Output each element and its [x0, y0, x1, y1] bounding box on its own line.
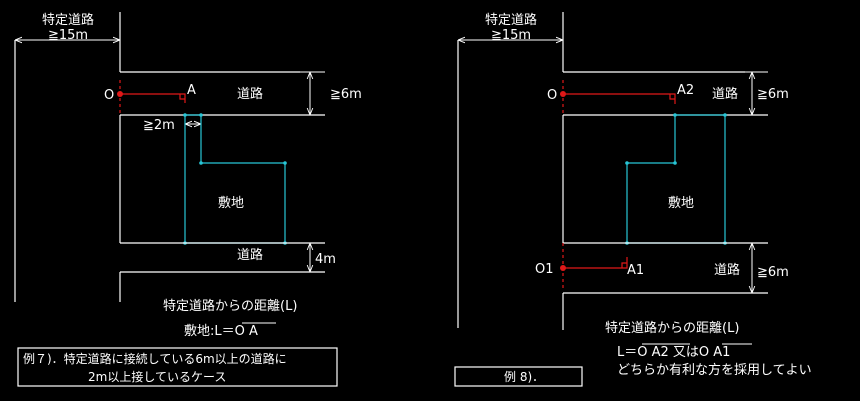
distance-title: 特定道路からの距離(L) [163, 298, 297, 314]
formula: 敷地:L＝O A [184, 324, 258, 339]
right-angle-mark-bottom [621, 262, 627, 268]
bottom-road-label: 道路 [237, 247, 263, 263]
site-label: 敷地 [218, 196, 244, 211]
point-o-label: O [104, 88, 114, 103]
point-a1-label: A1 [627, 263, 644, 278]
point-o [117, 91, 123, 97]
specific-road-width-label: ≧15m [491, 28, 531, 43]
right-angle-mark-top [669, 94, 675, 100]
specific-road-label: 特定道路 [485, 12, 537, 28]
site-vertices [183, 113, 287, 245]
site-outline [184, 114, 286, 244]
point-o [560, 91, 566, 97]
top-road-label: 道路 [712, 86, 738, 102]
point-o1 [560, 265, 566, 271]
site-outline [626, 114, 726, 244]
gap-label: ≧2m [143, 118, 175, 133]
top-road-width-label: ≧6m [757, 87, 789, 102]
specific-road-label: 特定道路 [42, 12, 94, 28]
formula: L＝O A2 又はO A1 [617, 345, 730, 360]
right-angle-mark [179, 94, 185, 100]
bottom-road-width-label: ≧6m [757, 265, 789, 280]
caption-line-1: 例７)．特定道路に接続している6m以上の道路に [23, 351, 287, 366]
distance-o-a2 [563, 93, 676, 104]
example8-diagram: 特定道路 ≧15m ≧6m 道路 O A2 敷地 ≧6m 道路 [454, 12, 812, 387]
site-label: 敷地 [668, 196, 694, 211]
caption-box [17, 347, 338, 387]
caption: 例 8)． [504, 370, 544, 384]
caption-line-2: 2m以上接しているケース [88, 369, 226, 384]
distance-o-a [120, 93, 186, 103]
point-o-label: O [547, 88, 557, 103]
example7-diagram: 特定道路 ≧15m ≧6m 道路 O A ≧2m 敷地 4m 道路 [14, 12, 362, 387]
bottom-road-width-label: 4m [315, 252, 336, 267]
distance-o1-a1 [563, 257, 628, 269]
point-a2-label: A2 [677, 83, 694, 98]
top-road-label: 道路 [237, 86, 263, 102]
bottom-road-label: 道路 [714, 262, 740, 278]
point-a-label: A [187, 83, 196, 98]
point-o1-label: O1 [535, 262, 554, 277]
caption-box [454, 366, 583, 387]
top-road-width-label: ≧6m [330, 87, 362, 102]
site-vertices [625, 113, 727, 245]
specific-road-width-label: ≧15m [48, 28, 88, 43]
distance-title: 特定道路からの距離(L) [605, 320, 739, 336]
note: どちらか有利な方を採用してよい [617, 362, 812, 378]
